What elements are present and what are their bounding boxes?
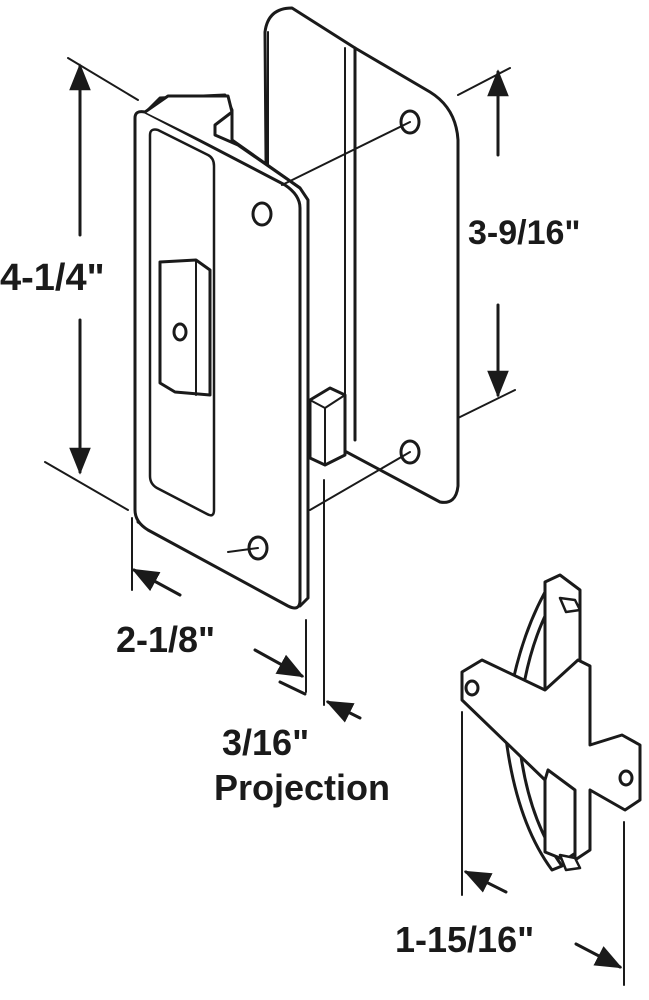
keeper-hole-right <box>618 769 634 787</box>
dim-hole-spacing: 3-9/16" <box>468 214 581 252</box>
dim-overall-height: 4-1/4" <box>0 257 105 299</box>
front-handle-pull <box>133 93 347 610</box>
dim-projection-label: Projection <box>214 767 390 808</box>
front-top-hole <box>251 201 273 227</box>
keeper-hole-left <box>464 679 480 697</box>
dim-width: 2-1/8" <box>116 619 215 660</box>
dimension-lines <box>44 57 625 986</box>
dim-keeper-length: 1-15/16" <box>395 919 534 960</box>
dim-projection-value: 3/16" <box>222 722 309 763</box>
keeper <box>460 573 642 872</box>
lever-pivot <box>172 322 188 342</box>
